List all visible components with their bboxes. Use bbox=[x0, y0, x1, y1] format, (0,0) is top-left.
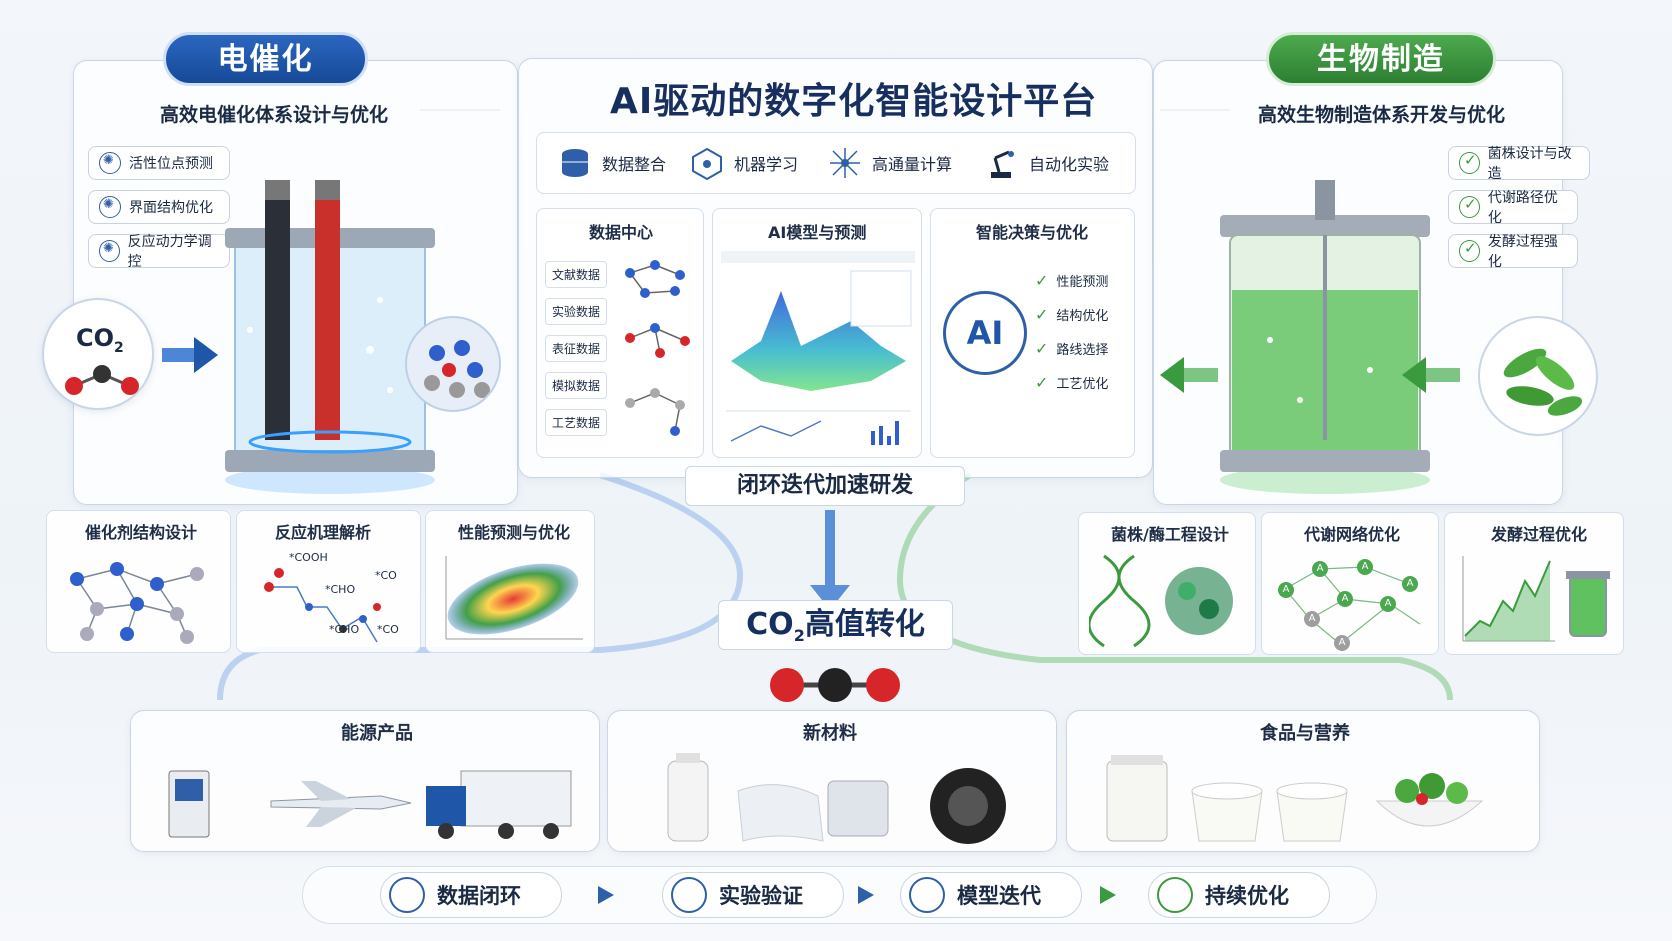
atom-icon bbox=[99, 152, 121, 174]
arrow-right-icon bbox=[162, 337, 218, 373]
bio-title: 生物制造 bbox=[1266, 32, 1496, 86]
metabolite-node: A bbox=[1278, 582, 1294, 598]
decision-panel: 智能决策与优化 AI ✓性能预测 ✓结构优化 ✓路线选择 ✓工艺优化 bbox=[930, 208, 1135, 458]
check-circle-icon bbox=[1459, 195, 1480, 218]
bio-subtitle: 高效生物制造体系开发与优化 bbox=[1258, 104, 1506, 126]
tool-automated-experiment: 自动化实验 bbox=[985, 146, 1109, 180]
arrow-right-icon bbox=[858, 886, 874, 904]
cube-network-icon bbox=[692, 147, 722, 180]
microbe-bubble bbox=[1478, 316, 1598, 436]
bio-feature-2: 发酵过程强化 bbox=[1448, 234, 1578, 270]
electro-feature-0: 活性位点预测 bbox=[88, 146, 230, 180]
ai-model-panel: AI模型与预测 bbox=[712, 208, 922, 458]
gear-icon bbox=[909, 877, 945, 913]
metabolite-node: A bbox=[1337, 591, 1353, 607]
dna-protein-illustration bbox=[1089, 554, 1233, 648]
flask-icon bbox=[671, 877, 707, 913]
molecule-structures bbox=[625, 260, 690, 436]
co2-subscript: 2 bbox=[114, 339, 124, 356]
co2-molecule-bubble: CO2 bbox=[42, 298, 154, 410]
strain-engineering-panel: 菌株/酶工程设计 bbox=[1078, 512, 1256, 655]
metabolite-node: A bbox=[1312, 561, 1328, 577]
ai-surface-chart bbox=[721, 251, 915, 445]
mechanism-label-0: *COOH bbox=[289, 551, 328, 564]
fermentation-chart bbox=[1462, 556, 1610, 642]
database-icon bbox=[562, 149, 588, 177]
materials-illustration bbox=[667, 753, 1006, 844]
electro-feature-1: 界面结构优化 bbox=[88, 190, 230, 224]
bio-feature-0: 菌株设计与改造 bbox=[1448, 146, 1590, 182]
arrow-right-icon bbox=[598, 886, 614, 904]
mechanism-label-3: *CHO bbox=[329, 623, 360, 636]
arrow-left-icon bbox=[1160, 357, 1218, 393]
atom-icon bbox=[99, 196, 121, 218]
tool-machine-learning: 机器学习 bbox=[690, 146, 798, 180]
decision-item-1: ✓结构优化 bbox=[1035, 305, 1109, 324]
mechanism-diagram bbox=[264, 568, 381, 643]
step-data-loop: 数据闭环 bbox=[380, 872, 562, 918]
metabolite-node: A bbox=[1402, 576, 1418, 592]
metabolite-node: A bbox=[1334, 635, 1350, 651]
product-food-panel: 食品与营养 bbox=[1066, 710, 1540, 852]
data-item-1: 实验数据 bbox=[545, 298, 608, 325]
mechanism-label-4: *CO bbox=[377, 623, 399, 636]
step-experiment: 实验验证 bbox=[662, 872, 844, 918]
decision-item-2: ✓路线选择 bbox=[1035, 339, 1109, 358]
cycle-icon bbox=[389, 877, 425, 913]
metabolite-node: A bbox=[1357, 559, 1373, 575]
data-item-0: 文献数据 bbox=[545, 261, 608, 288]
electro-feature-2: 反应动力学调控 bbox=[88, 234, 230, 270]
atom-icon bbox=[99, 240, 120, 262]
check-icon: ✓ bbox=[1035, 305, 1049, 324]
decision-item-0: ✓性能预测 bbox=[1035, 271, 1109, 290]
catalyst-lattice-chart bbox=[70, 562, 204, 644]
grid-network-icon bbox=[830, 148, 860, 178]
product-materials-panel: 新材料 bbox=[607, 710, 1057, 852]
platform-title: AI驱动的数字化智能设计平台 bbox=[610, 81, 1098, 122]
mechanism-label-1: *CO bbox=[375, 569, 397, 582]
check-icon: ✓ bbox=[1035, 271, 1049, 290]
cycle-icon bbox=[1157, 877, 1193, 913]
electro-title: 电催化 bbox=[163, 32, 368, 86]
data-item-2: 表征数据 bbox=[545, 335, 608, 362]
bio-feature-1: 代谢路径优化 bbox=[1448, 190, 1578, 226]
data-item-4: 工艺数据 bbox=[545, 409, 608, 436]
metabolic-network-panel: 代谢网络优化 A A A A A A A A bbox=[1261, 512, 1439, 655]
electrolyzer-illustration bbox=[225, 180, 435, 494]
mechanism-label-2: *CHO bbox=[325, 583, 356, 596]
arrow-left-icon bbox=[1402, 357, 1460, 393]
food-products-illustration bbox=[1106, 755, 1484, 842]
catalyst-lattice-bubble bbox=[405, 316, 501, 412]
ai-badge: AI bbox=[943, 291, 1027, 375]
check-circle-icon bbox=[1459, 239, 1480, 262]
co2-label: CO bbox=[76, 324, 115, 352]
metabolite-node: A bbox=[1380, 596, 1396, 612]
conversion-title: CO2高值转化 bbox=[718, 600, 953, 650]
performance-heatmap bbox=[445, 556, 583, 640]
electro-subtitle: 高效电催化体系设计与优化 bbox=[160, 104, 389, 126]
catalyst-structure-panel: 催化剂结构设计 bbox=[46, 510, 231, 653]
co2-molecule-icon bbox=[65, 365, 139, 395]
fermentation-panel: 发酵过程优化 bbox=[1444, 512, 1624, 655]
arrow-right-icon bbox=[1100, 886, 1116, 904]
co2-molecule-icon bbox=[770, 668, 900, 702]
check-circle-icon bbox=[1459, 151, 1480, 174]
tool-high-throughput: 高通量计算 bbox=[828, 146, 952, 180]
step-continuous-optimization: 持续优化 bbox=[1148, 872, 1330, 918]
check-icon: ✓ bbox=[1035, 339, 1049, 358]
tool-data-integration: 数据整合 bbox=[558, 146, 666, 180]
performance-panel: 性能预测与优化 bbox=[425, 510, 595, 653]
data-center-panel: 数据中心 文献数据 实验数据 表征数据 模拟数据 工艺数据 bbox=[536, 208, 704, 458]
product-energy-panel: 能源产品 bbox=[130, 710, 600, 852]
check-icon: ✓ bbox=[1035, 373, 1049, 392]
decision-item-3: ✓工艺优化 bbox=[1035, 373, 1109, 392]
energy-products-illustration bbox=[168, 770, 572, 839]
metabolite-node: A bbox=[1304, 611, 1320, 627]
step-model-iteration: 模型迭代 bbox=[900, 872, 1082, 918]
mechanism-panel: 反应机理解析 *COOH *CO *CHO *CHO *CO bbox=[236, 510, 421, 653]
bioreactor-illustration bbox=[1220, 180, 1430, 494]
loop-label: 闭环迭代加速研发 bbox=[685, 466, 965, 506]
data-item-3: 模拟数据 bbox=[545, 372, 608, 399]
robot-arm-icon bbox=[991, 150, 1014, 178]
